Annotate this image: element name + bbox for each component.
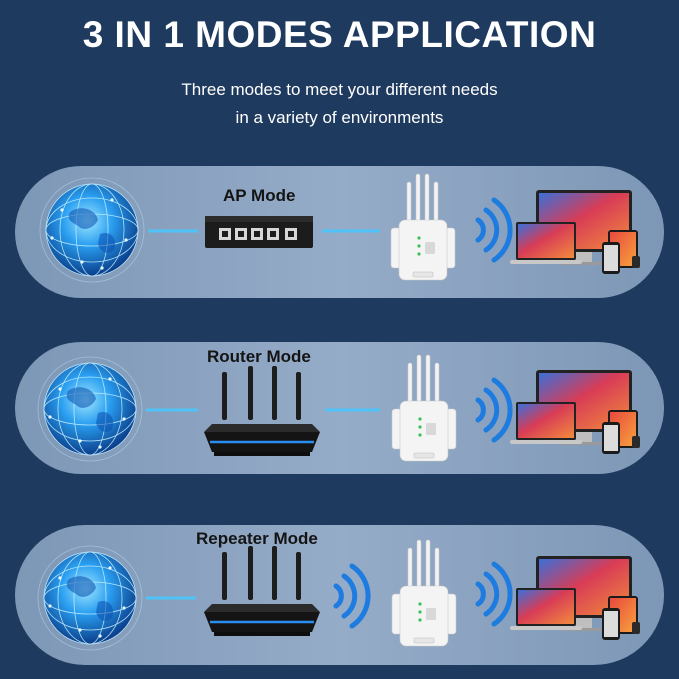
globe-icon: [39, 177, 145, 283]
devices-icon: [510, 190, 640, 274]
mode-label-repeater: Repeater Mode: [196, 529, 318, 548]
wifi-signal-icon: [478, 564, 510, 624]
subtitle-line-1: Three modes to meet your different needs: [181, 80, 498, 99]
wifi-signal-icon: [336, 566, 368, 626]
globe-icon: [37, 545, 143, 651]
switch-icon: [205, 216, 313, 248]
router-icon: [202, 544, 322, 638]
wifi-extender-icon: [390, 173, 456, 281]
devices-icon: [510, 370, 640, 454]
router-icon: [202, 364, 322, 458]
wifi-extender-icon: [391, 354, 457, 462]
subtitle-line-2: in a variety of environments: [235, 108, 444, 127]
mode-label-router: Router Mode: [207, 347, 311, 366]
page-subtitle: Three modes to meet your different needs…: [0, 76, 679, 132]
wifi-extender-icon: [391, 539, 457, 647]
wifi-signal-icon: [478, 200, 510, 260]
page-title: 3 IN 1 MODES APPLICATION: [82, 14, 597, 55]
globe-icon: [37, 356, 143, 462]
wifi-signal-icon: [478, 380, 510, 440]
devices-icon: [510, 556, 640, 640]
mode-label-ap: AP Mode: [223, 186, 296, 205]
